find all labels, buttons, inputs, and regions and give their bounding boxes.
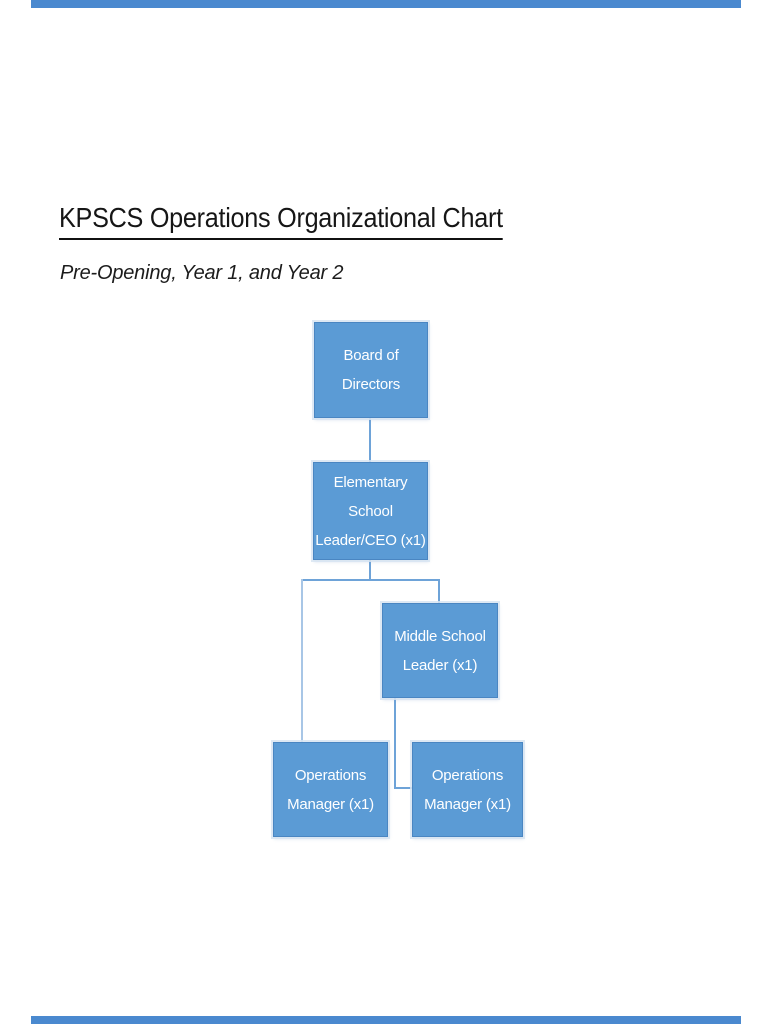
org-node-label-line: Leader/CEO (x1) — [315, 531, 426, 549]
org-node-label-line: Board of — [343, 347, 399, 364]
org-node-label-line: Leader (x1) — [402, 656, 478, 674]
org-node-label-line: Operations — [294, 766, 367, 784]
org-node-board-of-directors: Board of Directors — [314, 322, 428, 418]
connector-board-to-elementary — [369, 418, 371, 462]
org-node-label-line: Operations — [431, 766, 504, 784]
connector-middle-school-down — [394, 698, 396, 789]
page-title: KPSCS Operations Organizational Chart — [59, 202, 503, 240]
connector-elbow-to-operations-right — [394, 787, 412, 789]
adjacent-page-edge-bottom — [31, 1016, 741, 1024]
org-node-middle-school-leader: Middle School Leader (x1) — [382, 603, 498, 698]
org-node-label-line: Manager (x1) — [287, 795, 374, 813]
connector-drop-to-operations-left — [301, 579, 303, 742]
connector-branch-horizontal — [301, 579, 440, 581]
org-node-operations-manager-right: Operations Manager (x1) — [412, 742, 523, 837]
org-node-label-line: Manager (x1) — [424, 795, 511, 813]
adjacent-page-edge-top — [31, 0, 741, 8]
org-node-label-line: School — [348, 502, 393, 520]
org-node-operations-manager-left: Operations Manager (x1) — [273, 742, 388, 837]
connector-elementary-stub — [369, 560, 371, 580]
connector-drop-to-middle-school — [438, 579, 440, 603]
page-subtitle: Pre-Opening, Year 1, and Year 2 — [60, 262, 344, 284]
org-node-label-line: Directors — [341, 376, 401, 393]
org-node-label-line: Elementary — [333, 473, 408, 491]
org-node-elementary-school-leader-ceo: Elementary School Leader/CEO (x1) — [313, 462, 428, 560]
org-node-label-line: Middle School — [394, 627, 486, 645]
